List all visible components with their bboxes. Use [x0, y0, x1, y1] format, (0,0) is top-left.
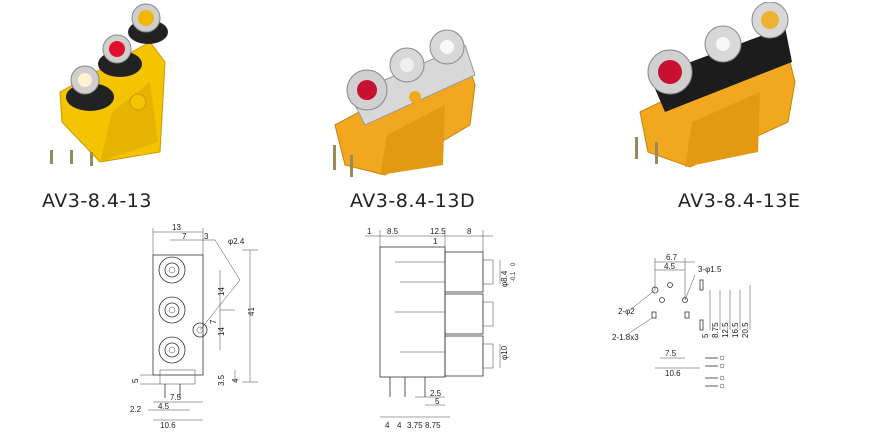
dimension-label: 1 [367, 227, 372, 236]
technical-drawing-side: 1 8.5 12.5 8 1 φ8.4 -0.1 0 φ10 2.5 5 4 4… [365, 227, 517, 430]
dimension-label: 8.75 [425, 421, 441, 430]
dimension-label: 7.5 [665, 349, 677, 358]
dimension-label: 0 [511, 262, 517, 266]
dimension-label: 4 [385, 421, 390, 430]
dimension-label: φ8.4 [500, 270, 509, 287]
dimension-label: 6.7 [666, 253, 678, 262]
dimension-label: 14 [217, 287, 226, 296]
dimension-label: 4 [397, 421, 402, 430]
dimension-label: 20.5 [741, 322, 750, 338]
dimension-label: 4 [231, 378, 240, 383]
dimension-label: 8.75 [711, 322, 720, 338]
technical-drawing-front: 13 7 3 φ2.4 14 14 41 7 3.5 4 5 7.5 2.2 4… [130, 223, 258, 430]
dimension-label: 4.5 [158, 402, 170, 411]
dimension-label: 5 [435, 397, 440, 406]
technical-drawing-pcb-layout: 6.7 4.5 3-φ1.5 2-φ2 2-1.8x3 5 8.75 12.5 … [612, 253, 751, 389]
dimension-label: -0.1 [511, 271, 517, 282]
product-photo-av3-8-4-13 [50, 3, 168, 166]
dimension-label: 5 [131, 378, 140, 383]
product-photo-av3-8-4-13e [635, 2, 796, 168]
product-model-label: AV3-8.4-13D [350, 190, 476, 212]
dimension-label: 3 [204, 232, 209, 241]
dimension-label: 3.75 [407, 421, 423, 430]
dimension-label: 7 [209, 319, 218, 324]
dimension-label: 16.5 [731, 322, 740, 338]
product-photo-av3-8-4-13d [333, 29, 476, 177]
product-model-label: AV3-8.4-13E [678, 190, 801, 212]
dimension-label: 2.5 [430, 389, 442, 398]
dimension-label: 12.5 [430, 227, 446, 236]
dimension-label: 3-φ1.5 [698, 265, 722, 274]
dimension-label: 2.2 [130, 405, 142, 414]
dimension-label: 2-φ2 [618, 307, 635, 316]
dimension-label: φ10 [500, 345, 509, 360]
dimension-label: 3.5 [217, 374, 226, 386]
dimension-label: 12.5 [721, 322, 730, 338]
dimension-label: 14 [217, 327, 226, 336]
dimension-label: 2-1.8x3 [612, 333, 639, 342]
dimension-label: 41 [247, 307, 256, 316]
dimension-label: 10.6 [160, 421, 176, 430]
product-model-label: AV3-8.4-13 [42, 190, 152, 212]
dimension-label: 8.5 [387, 227, 399, 236]
dimension-label: 1 [433, 237, 438, 246]
dimension-label: 13 [172, 223, 181, 232]
dimension-label: 5 [701, 333, 710, 338]
dimension-label: 10.6 [665, 369, 681, 378]
dimension-label: 4.5 [664, 262, 676, 271]
dimension-label: 8 [467, 227, 472, 236]
dimension-label: 7 [182, 232, 187, 241]
dimension-label: φ2.4 [228, 237, 245, 246]
dimension-label: 7.5 [170, 393, 182, 402]
